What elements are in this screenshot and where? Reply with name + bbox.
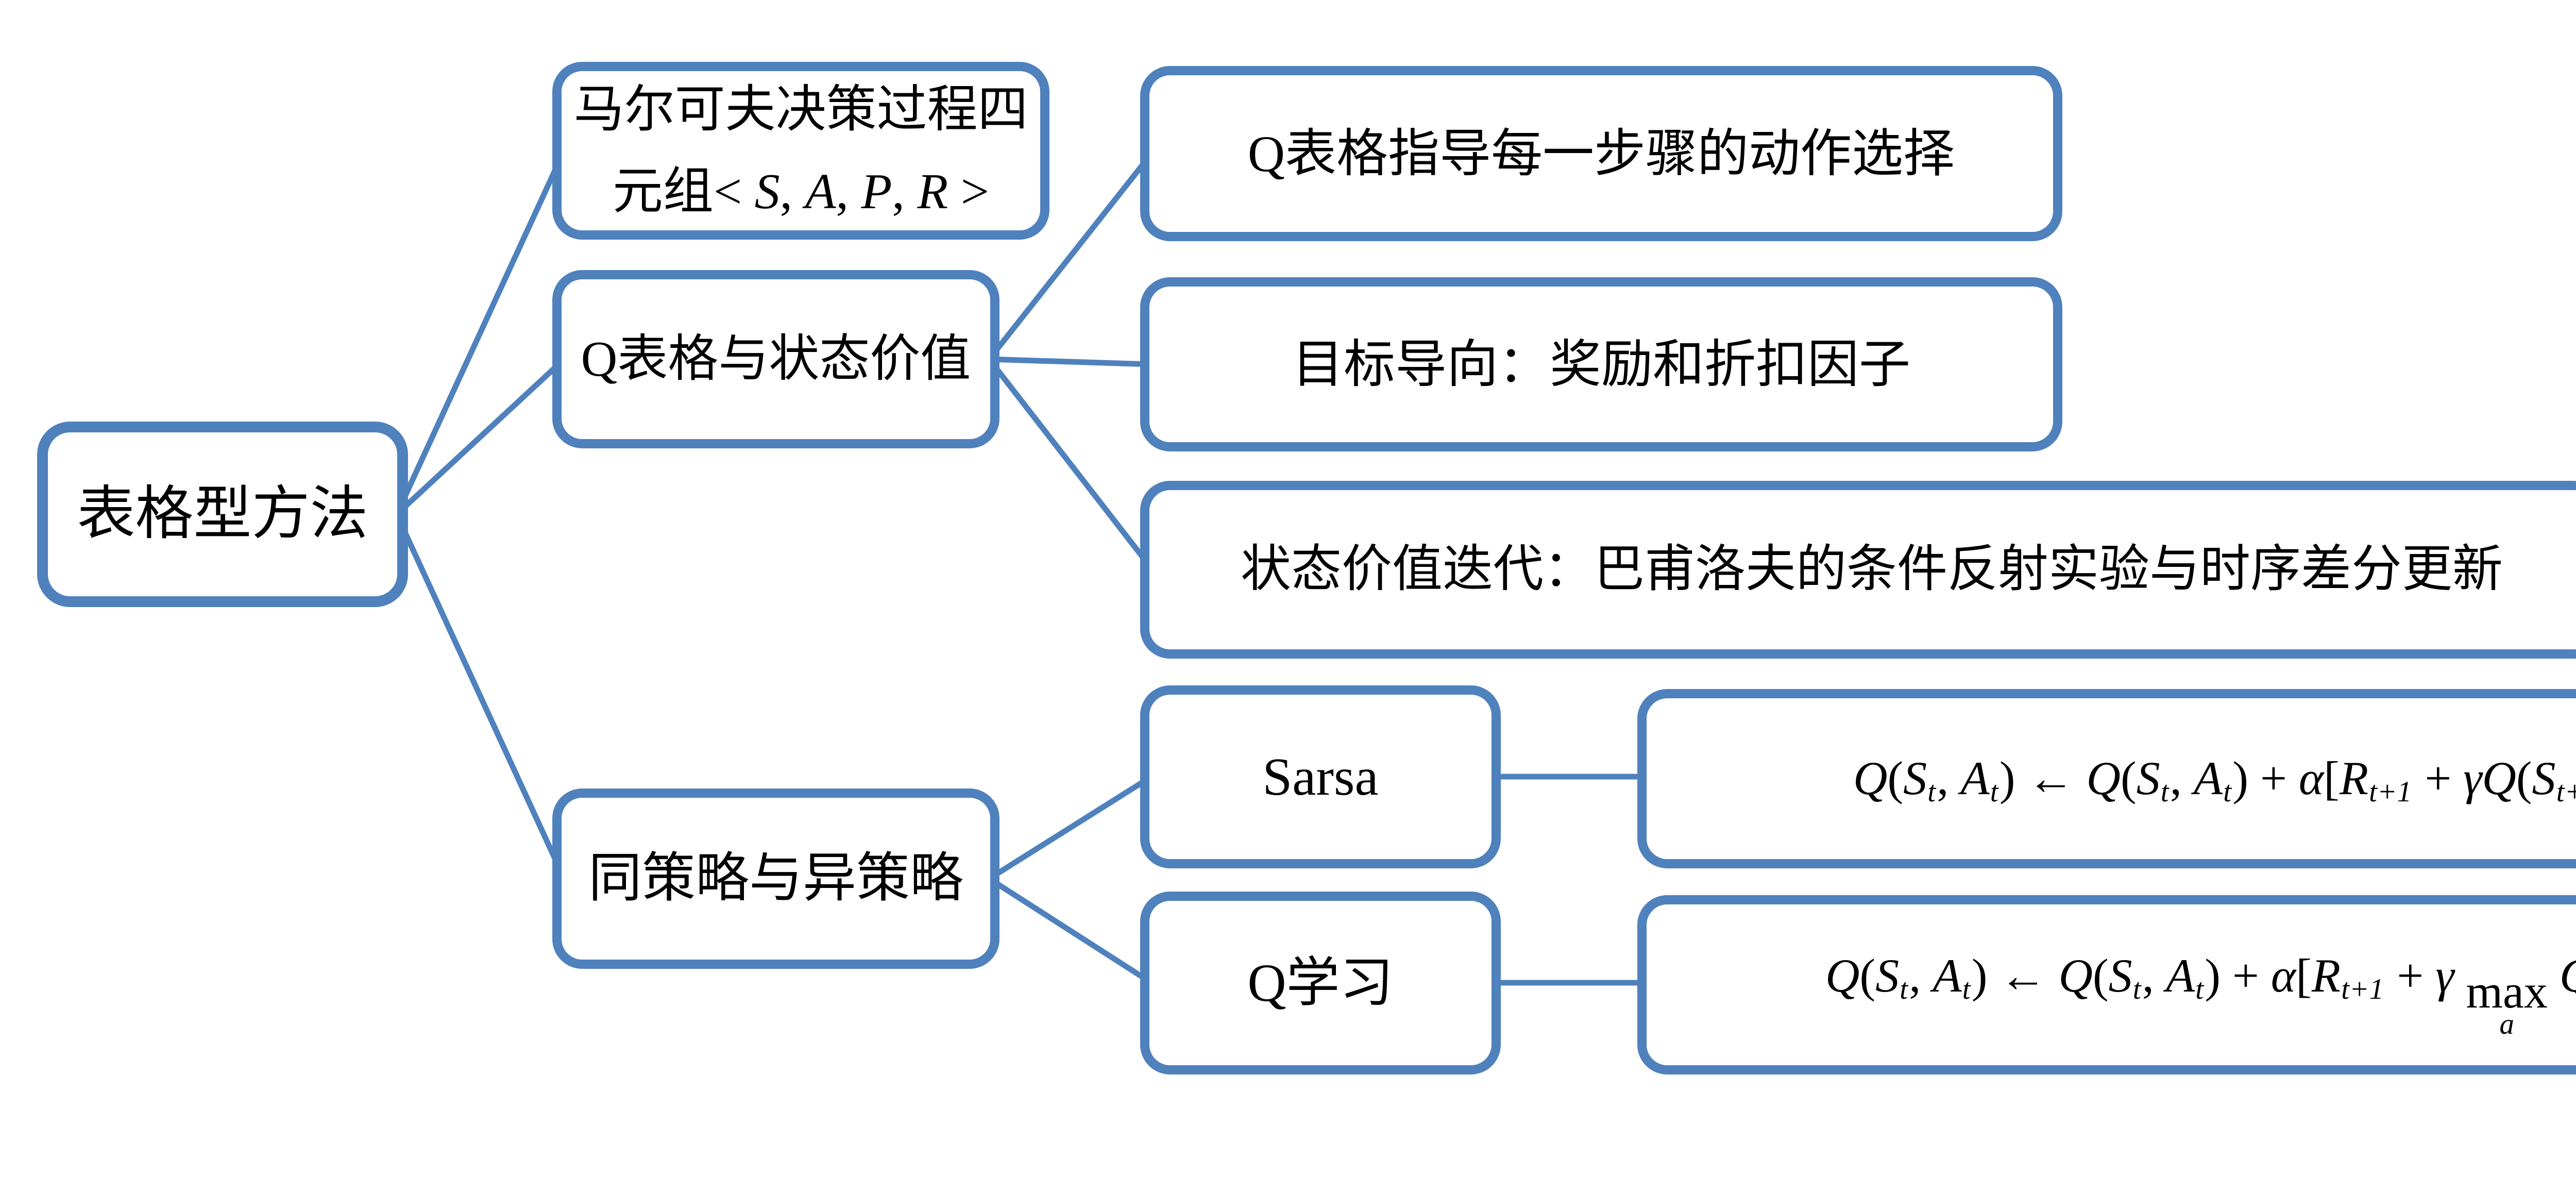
leaf-sarsa-formula: Q(St, At) ← Q(St, At) + α[Rt+1 + γQ(St+1…	[1637, 689, 2576, 868]
node-q-table-state-value: Q表格与状态价值	[552, 270, 999, 448]
node-sarsa: Sarsa	[1140, 685, 1501, 868]
node-root-label: 表格型方法	[77, 482, 368, 547]
edge-qtable-goal	[989, 356, 1152, 367]
leaf-state-value-iteration: 状态价值迭代：巴甫洛夫的条件反射实验与时序差分更新	[1140, 481, 2576, 659]
node-root: 表格型方法	[37, 422, 408, 607]
node-mdp-tuple-label: 马尔可夫决策过程四 元组< S, A, P, R >	[573, 69, 1028, 233]
edge-root-mdp	[394, 149, 567, 516]
node-q-learning-label: Q学习	[1247, 953, 1394, 1013]
leaf-q-table-action-selection: Q表格指导每一步骤的动作选择	[1140, 66, 2062, 241]
edge-qtable-action	[987, 152, 1154, 361]
edge-qtable-valueiter	[987, 357, 1154, 570]
mdp-line2: 元组< S, A, P, R >	[612, 163, 990, 220]
leaf-state-value-iteration-label: 状态价值迭代：巴甫洛夫的条件反射实验与时序差分更新	[1240, 542, 2503, 598]
edge-policy-sarsa	[988, 774, 1153, 881]
leaf-goal-oriented-label: 目标导向：奖励和折扣因子	[1292, 335, 1910, 393]
leaf-goal-oriented: 目标导向：奖励和折扣因子	[1140, 277, 2062, 451]
node-q-learning: Q学习	[1140, 892, 1501, 1075]
sarsa-formula-text: Q(St, At) ← Q(St, At) + α[Rt+1 + γQ(St+1…	[1853, 752, 2576, 808]
edge-root-policy	[394, 513, 567, 880]
node-mdp-tuple: 马尔可夫决策过程四 元组< S, A, P, R >	[552, 62, 1049, 240]
node-q-table-state-value-label: Q表格与状态价值	[581, 331, 971, 387]
node-on-policy-off-policy-label: 同策略与异策略	[588, 849, 963, 909]
node-on-policy-off-policy: 同策略与异策略	[552, 788, 999, 969]
mdp-line1: 马尔可夫决策过程四	[573, 81, 1028, 138]
edge-policy-qlearn	[988, 876, 1153, 985]
edge-root-qtable	[395, 357, 566, 517]
leaf-q-table-action-selection-label: Q表格指导每一步骤的动作选择	[1247, 125, 1955, 182]
node-sarsa-label: Sarsa	[1262, 747, 1379, 807]
